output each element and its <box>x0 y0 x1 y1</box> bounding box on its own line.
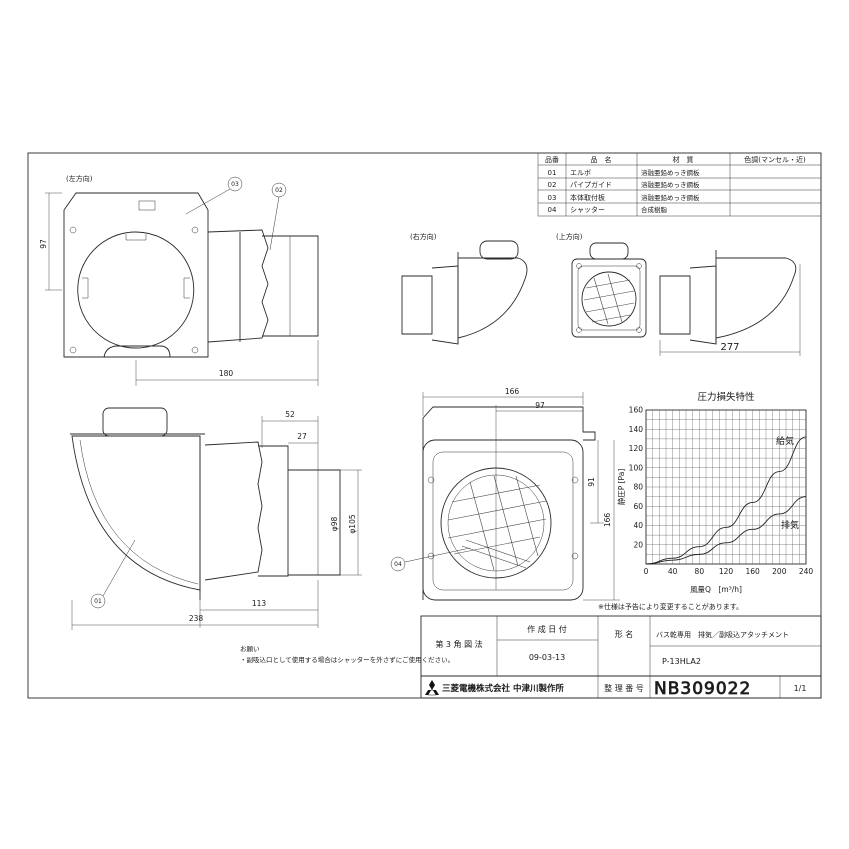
dim-166-side: 166 <box>603 513 612 528</box>
part-name: 本体取付板 <box>570 193 605 202</box>
title-block: 第 3 角 図 法 作 成 日 付 09-03-13 形 名 バス乾専用 排気／… <box>420 615 822 699</box>
balloon-03: 03 <box>231 181 239 188</box>
chart-x-tick: 120 <box>719 567 734 576</box>
parts-header-color: 色調(マンセル・近) <box>744 155 806 164</box>
chart-x-tick: 0 <box>644 567 649 576</box>
chart-series-line-1 <box>645 496 807 565</box>
dim-113: 113 <box>252 599 267 608</box>
view-left-direction: (左方向) 97 180 03 02 <box>39 174 319 386</box>
chart-x-tick: 80 <box>695 567 705 576</box>
pressure-loss-chart: 圧力損失特性 静圧P [Pa] 風量Q [m³/h] 0 40 80 120 160 20… <box>616 391 813 594</box>
model-label: 形 名 <box>615 629 634 639</box>
chart-y-tick: 140 <box>629 425 644 434</box>
chart-ylabel: 静圧P [Pa] <box>616 469 626 506</box>
chart-y-tick: 160 <box>629 406 644 415</box>
view-side: 52 27 φ98 φ105 113 238 01 <box>70 407 362 630</box>
part-name: シャッター <box>570 205 605 214</box>
mitsubishi-logo <box>425 680 439 696</box>
sheet-number: 1/1 <box>794 684 807 693</box>
chart-y-tick: 60 <box>633 502 643 511</box>
part-no: 04 <box>548 206 557 214</box>
view-right-direction: (右方向) <box>401 232 528 345</box>
part-material: 溶融亜鉛めっき鋼板 <box>641 180 700 189</box>
chart-x-tick: 40 <box>668 567 678 576</box>
spec-note: ※仕様は予告により変更することがあります。 <box>598 602 743 611</box>
create-date: 09-03-13 <box>529 653 565 662</box>
dim-97-left: 97 <box>39 239 48 249</box>
dim-27: 27 <box>297 432 307 441</box>
chart-series-line-0 <box>645 436 807 565</box>
view-front: 166 97 91 166 04 <box>390 387 620 601</box>
part-no: 02 <box>548 181 557 189</box>
dim-97-front: 97 <box>535 401 545 410</box>
model-number: P-13HLA2 <box>662 657 701 666</box>
parts-header-name: 品 名 <box>591 155 612 164</box>
dim-52: 52 <box>285 410 295 419</box>
document-number: NB309022 <box>654 679 751 699</box>
company-name: 三菱電機株式会社 中津川製作所 <box>442 683 564 694</box>
part-no: 01 <box>548 169 557 177</box>
parts-table: 品番 品 名 材 質 色調(マンセル・近) 01 エルボ 溶融亜鉛めっき鋼板 0… <box>537 152 822 217</box>
part-name: パイプガイド <box>570 180 612 189</box>
projection-method: 第 3 角 図 法 <box>435 639 482 649</box>
balloon-02: 02 <box>275 187 283 194</box>
dim-phi98: φ98 <box>330 517 339 532</box>
part-material: 溶融亜鉛めっき鋼板 <box>641 193 700 202</box>
dim-180: 180 <box>219 369 234 378</box>
chart-x-tick: 160 <box>746 567 761 576</box>
dim-277: 277 <box>720 342 739 353</box>
chart-xlabel: 風量Q [m³/h] <box>690 585 742 594</box>
chart-y-tick: 40 <box>633 521 643 530</box>
dim-166-top: 166 <box>505 387 520 396</box>
part-material: 溶融亜鉛めっき鋼板 <box>641 168 700 177</box>
doc-no-label: 整 理 番 号 <box>604 683 644 693</box>
view-label-top: (上方向) <box>556 232 583 241</box>
view-top-direction: (上方向) <box>556 232 647 338</box>
chart-y-tick: 20 <box>633 540 643 549</box>
dim-phi105: φ105 <box>348 514 357 533</box>
dim-91: 91 <box>587 477 596 487</box>
chart-y-tick: 80 <box>633 483 643 492</box>
product-name: バス乾専用 排気／副吸込アタッチメント <box>656 630 789 639</box>
dim-238: 238 <box>189 614 204 623</box>
request-body: ・副吸込口として使用する場合はシャッターを外さずにご使用ください。 <box>240 655 454 664</box>
chart-series-label: 給気 <box>776 435 794 447</box>
chart-x-tick: 200 <box>772 567 787 576</box>
request-notes: お願い ・副吸込口として使用する場合はシャッターを外さずにご使用ください。 <box>240 645 454 664</box>
balloon-04: 04 <box>394 561 402 568</box>
date-label: 作 成 日 付 <box>527 624 567 634</box>
chart-series-label: 排気 <box>781 519 799 531</box>
view-label-right: (右方向) <box>410 232 437 241</box>
chart-y-tick: 100 <box>629 463 644 472</box>
part-material: 合成樹脂 <box>641 205 668 214</box>
chart-title: 圧力損失特性 <box>697 391 755 403</box>
part-no: 03 <box>548 194 557 202</box>
request-title: お願い <box>240 645 260 653</box>
part-name: エルボ <box>570 169 591 177</box>
chart-x-tick: 240 <box>799 567 814 576</box>
chart-y-tick: 120 <box>629 444 644 453</box>
parts-header-no: 品番 <box>545 156 559 164</box>
balloon-01: 01 <box>94 598 102 605</box>
parts-header-material: 材 質 <box>673 155 694 164</box>
view-side-277: 277 <box>659 250 801 356</box>
view-label-left: (左方向) <box>66 174 93 183</box>
